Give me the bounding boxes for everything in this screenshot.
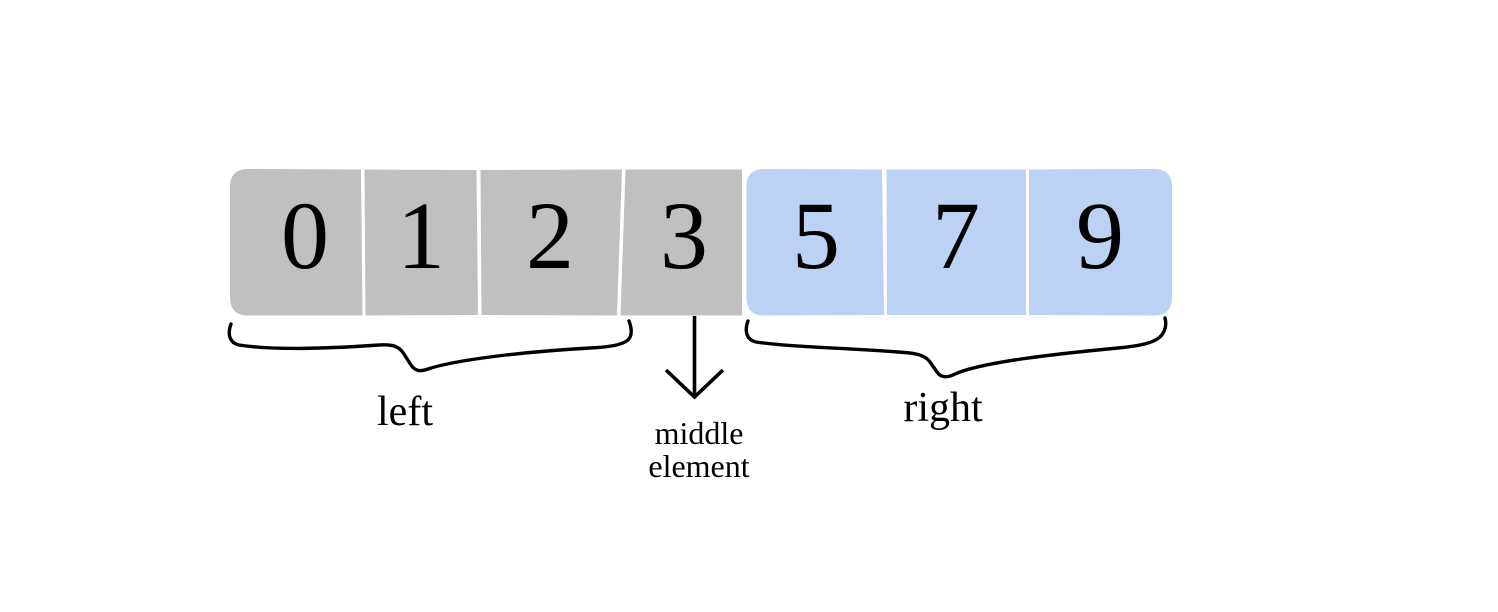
cell-background-0 <box>230 169 363 316</box>
cell-value-6: 9 <box>1076 182 1124 289</box>
array-cell-5[interactable]: 7 <box>886 169 1027 316</box>
cell-background-1 <box>364 169 478 316</box>
left-brace-path <box>227 319 633 373</box>
array-cell-0[interactable]: 0 <box>230 169 363 316</box>
cell-background-6 <box>1029 169 1172 316</box>
arrow-head-icon <box>664 368 725 400</box>
cell-background-5 <box>886 169 1026 315</box>
middle-element-arrow <box>664 316 725 400</box>
left-brace-label: left <box>377 389 433 435</box>
cell-value-4: 5 <box>792 182 840 289</box>
array-cells: 0 1 2 3 5 7 <box>230 169 1172 316</box>
cell-background-4 <box>746 169 884 316</box>
cell-value-1: 1 <box>397 182 445 289</box>
array-cell-4[interactable]: 5 <box>746 169 885 316</box>
array-cell-2[interactable]: 2 <box>480 169 623 316</box>
cell-value-0: 0 <box>281 182 329 289</box>
right-brace-path <box>744 316 1168 379</box>
middle-element-label-line1: middle <box>655 415 744 451</box>
cell-value-2: 2 <box>526 182 574 289</box>
cell-background-3 <box>620 169 742 316</box>
cell-background-2 <box>480 169 622 316</box>
right-brace <box>744 316 1168 379</box>
cell-value-5: 7 <box>932 182 980 289</box>
array-cell-1[interactable]: 1 <box>364 169 479 316</box>
array-cell-3-middle[interactable]: 3 <box>620 169 743 316</box>
cell-value-3: 3 <box>660 182 708 289</box>
array-cell-6[interactable]: 9 <box>1029 169 1172 316</box>
middle-element-label-line2: element <box>648 448 749 484</box>
right-brace-label: right <box>903 385 983 431</box>
left-brace <box>227 319 633 373</box>
